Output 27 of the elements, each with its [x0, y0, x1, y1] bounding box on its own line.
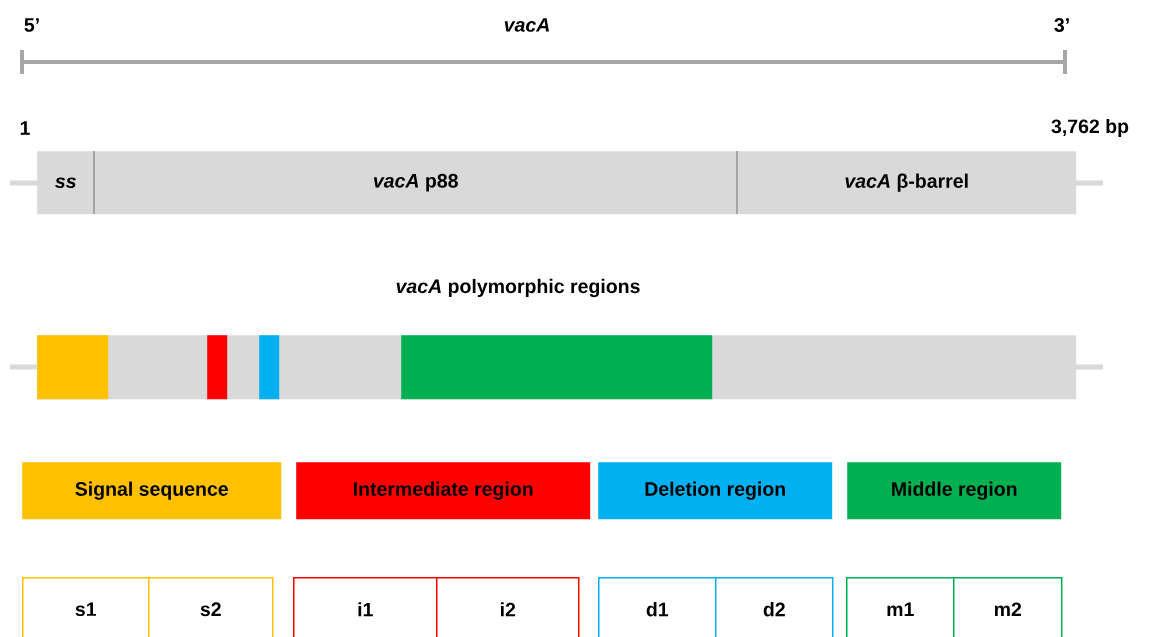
node-label: ss	[55, 177, 76, 189]
region-segment	[401, 335, 713, 400]
region-box: Deletion region	[598, 462, 833, 520]
region-segment	[259, 335, 280, 400]
region-segment	[207, 335, 228, 400]
allele-box: s1	[22, 577, 150, 637]
allele-box: d2	[715, 577, 834, 637]
gene-segment: ss	[37, 151, 95, 215]
node-label: vacA β-barrel	[845, 173, 968, 192]
region-box: Signal sequence	[22, 462, 282, 520]
allele-box: d1	[598, 577, 717, 637]
allele-box: s2	[148, 577, 274, 637]
position-label: 3,762 bp	[1051, 118, 1129, 138]
allele-box: m2	[953, 577, 1063, 637]
position-label: 1	[20, 121, 30, 135]
allele-box: m1	[846, 577, 955, 637]
strand-label: 3’	[1054, 18, 1069, 32]
section-heading: vacA polymorphic regions	[396, 278, 640, 298]
region-box: Intermediate region	[296, 462, 591, 520]
node-label: vacA p88	[373, 173, 458, 192]
allele-box: i1	[293, 577, 438, 637]
region-box: Middle region	[847, 462, 1062, 520]
region-segment	[37, 335, 109, 400]
allele-box: i2	[436, 577, 580, 637]
strand-label: 5’	[24, 18, 39, 32]
gene-name: vacA	[504, 18, 549, 32]
gene-segment: vacA β-barrel	[737, 151, 1077, 215]
